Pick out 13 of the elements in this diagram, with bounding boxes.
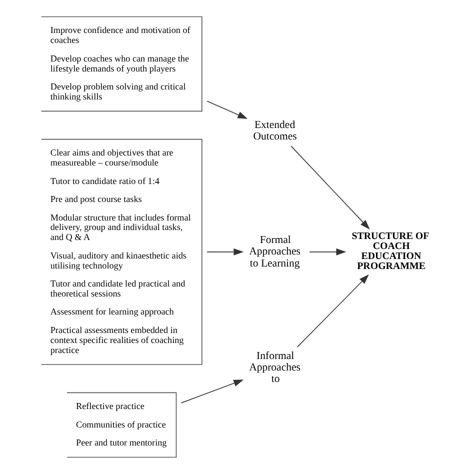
arrow bbox=[296, 274, 368, 348]
arrow bbox=[180, 380, 244, 404]
node-text: Informal Approaches to bbox=[248, 350, 300, 386]
arrow bbox=[308, 248, 346, 256]
arrow bbox=[206, 100, 248, 119]
arrow bbox=[206, 248, 244, 256]
node-text: STRUCTURE OF COACH EDUCATION PROGRAMME bbox=[351, 231, 429, 272]
node-text: Improve confidence and motivation of coaches Develop coaches who can manage the lifestyle demands of youth players Develop problem solving and critical thinking skills bbox=[50, 25, 190, 102]
node-text: Extended Outcomes bbox=[252, 119, 296, 143]
node-text: Reflective practice Communities of practice Peer and tutor mentoring bbox=[76, 401, 166, 448]
arrow bbox=[290, 146, 370, 230]
node-text: Formal Approaches to Learning bbox=[248, 234, 300, 270]
node-text: Clear aims and objectives that are measureable – course/module Tutor to candidate ratio of 1:4 Pre and post course tasks Modular structure that includes formal delivery, group and individual tasks, and Q & A Visual, auditory and kinaesthetic aids utilising technology Tutor and candidate led practical and theoretical sessions Assessment for learning approach Practical assessments embedded in context specific realities of coaching practice bbox=[50, 148, 190, 355]
